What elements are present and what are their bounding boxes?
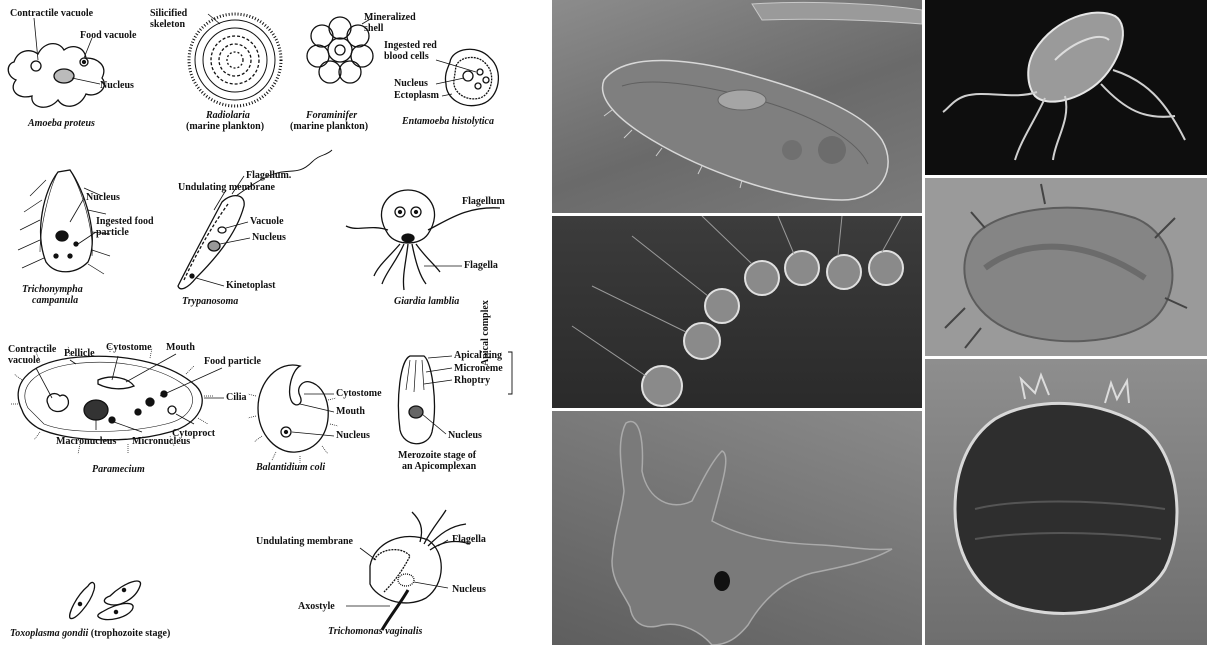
trypanosoma-undulating-membrane-label: Undulating membrane	[178, 182, 275, 193]
giardia-caption: Giardia lamblia	[394, 296, 459, 307]
trichomonas-axostyle-label: Axostyle	[298, 601, 335, 612]
paramecium-micrograph	[552, 0, 922, 213]
giardia-flagellum-label: Flagellum	[462, 196, 505, 207]
radiolaria-drawing	[189, 14, 281, 106]
protist-diagram-panel: Contractile vacuole Food vacuole Nucleus…	[0, 0, 548, 645]
paramecium-pellicle-label: Pellicle	[64, 348, 95, 359]
balantidium-caption: Balantidium coli	[256, 462, 325, 473]
colonial-flagellate-chain	[552, 216, 922, 408]
amoeba-micrograph	[552, 411, 922, 645]
apicomplexan-microneme-label: Microneme	[454, 363, 503, 374]
paramecium-micrograph-image	[552, 0, 922, 213]
paramecium-food-particle-label: Food particle	[204, 356, 261, 367]
toxoplasma-caption: Toxoplasma gondii (trophozoite stage)	[10, 628, 170, 639]
paramecium-caption: Paramecium	[92, 464, 145, 475]
trichomonas-drawing	[346, 510, 470, 630]
spiny-cyst-image	[925, 359, 1207, 645]
toxoplasma-drawing	[70, 581, 141, 620]
trichonympha-nucleus-label: Nucleus	[86, 192, 120, 203]
flagellate-chain-image	[552, 216, 922, 408]
paramecium-micronucleus-label: Micronucleus	[132, 436, 190, 447]
entamoeba-blood-cells-label: blood cells	[384, 51, 429, 62]
trichonympha-ingested-food-label: Ingested food	[96, 216, 154, 227]
trichonympha-particle-label: particle	[96, 227, 129, 238]
trichomonas-caption: Trichomonas vaginalis	[328, 626, 422, 637]
amoeba-micrograph-image	[552, 411, 922, 645]
spiny-cyst-micrograph	[925, 359, 1207, 645]
paramecium-vacuole-label: vacuole	[8, 355, 40, 366]
trichomonas-undulating-membrane-label: Undulating membrane	[256, 536, 353, 547]
apicomplexan-nucleus-label: Nucleus	[448, 430, 482, 441]
ciliate-spiny-image	[925, 178, 1207, 356]
apicomplexan-rhoptry-label: Rhoptry	[454, 375, 490, 386]
trichomonas-nucleus-label: Nucleus	[452, 584, 486, 595]
amoeba-food-vacuole-label: Food vacuole	[80, 30, 136, 41]
paramecium-cytostome-label: Cytostome	[106, 342, 152, 353]
trichomonas-flagella-label: Flagella	[452, 534, 486, 545]
trypanosoma-kinetoplast-label: Kinetoplast	[226, 280, 275, 291]
amoeba-contractile-vacuole-label: Contractile vacuole	[10, 8, 93, 19]
giardia-flagella-label: Flagella	[464, 260, 498, 271]
entamoeba-ingested-red-label: Ingested red	[384, 40, 437, 51]
foraminifer-mineralized-label: Mineralized	[364, 12, 416, 23]
entamoeba-nucleus-label: Nucleus	[394, 78, 428, 89]
paramecium-macronucleus-label: Macronucleus	[56, 436, 116, 447]
entamoeba-ectoplasm-label: Ectoplasm	[394, 90, 439, 101]
amoeba-nucleus-label: Nucleus	[100, 80, 134, 91]
paramecium-cilia-label: Cilia	[226, 392, 247, 403]
paramecium-mouth-label: Mouth	[166, 342, 195, 353]
micrograph-collage	[552, 0, 1207, 645]
trichonympha-caption-2: campanula	[32, 295, 78, 306]
giardia-sem-micrograph	[925, 0, 1207, 175]
trypanosoma-nucleus-label: Nucleus	[252, 232, 286, 243]
paramecium-contractile-label: Contractile	[8, 344, 56, 355]
radiolaria-caption: Radiolaria	[206, 110, 250, 121]
apicomplexan-caption-1: Merozoite stage of	[398, 450, 476, 461]
foraminifer-caption: Foraminifer	[306, 110, 357, 121]
trichonympha-caption-1: Trichonympha	[22, 284, 83, 295]
balantidium-nucleus-label: Nucleus	[336, 430, 370, 441]
balantidium-mouth-label: Mouth	[336, 406, 365, 417]
entamoeba-drawing	[436, 49, 498, 105]
foraminifer-caption-sub: (marine plankton)	[290, 121, 368, 132]
apicomplexan-caption-2: an Apicomplexan	[402, 461, 476, 472]
balantidium-drawing	[248, 365, 338, 464]
apicomplexan-apical-complex-label: Apical complex	[480, 300, 491, 366]
protist-drawings	[0, 0, 548, 645]
radiolaria-caption-sub: (marine plankton)	[186, 121, 264, 132]
entamoeba-caption: Entamoeba histolytica	[402, 116, 494, 127]
trypanosoma-caption: Trypanosoma	[182, 296, 238, 307]
radiolaria-skeleton-label: skeleton	[150, 19, 185, 30]
apicomplexan-apical-ring-label: Apical ring	[454, 350, 502, 361]
trypanosoma-flagellum-label: Flagellum.	[246, 170, 291, 181]
trypanosoma-vacuole-label: Vacuole	[250, 216, 284, 227]
giardia-sem-image	[925, 0, 1207, 175]
foraminifer-shell-label: shell	[364, 23, 383, 34]
ciliate-spiny-micrograph	[925, 178, 1207, 356]
amoeba-caption: Amoeba proteus	[28, 118, 95, 129]
radiolaria-silicified-label: Silicified	[150, 8, 187, 19]
balantidium-cytostome-label: Cytostome	[336, 388, 382, 399]
